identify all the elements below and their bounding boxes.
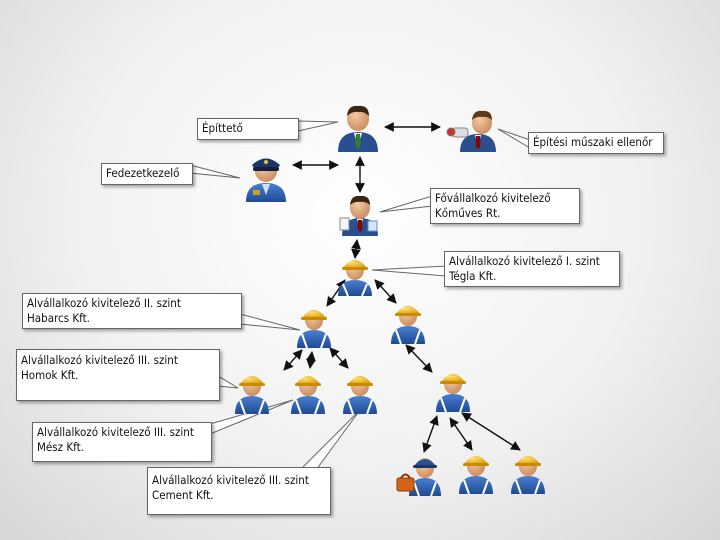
- label-alv2-line2: Habarcs Kft.: [27, 311, 90, 325]
- pointer-muszaki: [497, 128, 531, 149]
- label-alv3-mesz-line2: Mész Kft.: [37, 440, 84, 454]
- label-muszaki-ellenor: Építési műszaki ellenőr: [528, 132, 664, 154]
- label-alv2-line1: Alvállalkozó kivitelező II. szint: [27, 296, 181, 310]
- businessman-icon: [338, 105, 378, 152]
- label-epitteto: Építtető: [197, 118, 299, 140]
- label-alv1-line2: Tégla Kft.: [449, 269, 497, 283]
- pointer-fedezet: [189, 164, 241, 179]
- construction-worker-icon: [436, 374, 470, 413]
- label-alv3-mesz-line1: Alvállalkozó kivitelező III. szint: [37, 425, 194, 439]
- label-alvallalkozo-1: Alvállalkozó kivitelező I. szint Tégla K…: [444, 251, 620, 287]
- arrow-sub3-toolbox: [422, 415, 439, 453]
- construction-worker-icon: [511, 456, 545, 495]
- label-fovallalkozo: Fővállalkozó kivitelező Kőműves Rt.: [430, 188, 580, 224]
- label-alv1-line1: Alvállalkozó kivitelező I. szint: [449, 254, 600, 268]
- label-alvallalkozo-3-mesz: Alvállalkozó kivitelező III. szint Mész …: [32, 422, 212, 462]
- label-alv3-cement-line2: Cement Kft.: [152, 488, 214, 502]
- arrow-sub2a-mesz: [306, 351, 316, 369]
- construction-worker-icon: [235, 376, 269, 415]
- label-fovallalkozo-line2: Kőműves Rt.: [435, 206, 501, 220]
- label-fedezet-line1: Fedezetkezelő: [106, 166, 180, 180]
- callout-pointers: [189, 120, 531, 471]
- arrow-sub2b-sub3: [405, 344, 433, 373]
- pointer-alv3-homok: [217, 375, 239, 389]
- construction-worker-icon: [291, 376, 325, 415]
- label-alvallalkozo-3-cement: Alvállalkozó kivitelező III. szint Cemen…: [147, 467, 331, 515]
- arrow-sub3-worker-b: [461, 412, 521, 451]
- inspector-icon: [446, 110, 496, 152]
- label-alv3-cement-line1: Alvállalkozó kivitelező III. szint: [152, 473, 309, 487]
- label-alvallalkozo-2: Alvállalkozó kivitelező II. szint Habarc…: [22, 293, 242, 329]
- construction-worker-icon: [297, 310, 331, 349]
- pointer-alv1: [371, 265, 447, 277]
- label-fedezetkezelo: Fedezetkezelő: [101, 163, 193, 185]
- pointer-fovallalkozo: [379, 195, 433, 213]
- contractor-icon: [339, 195, 378, 236]
- construction-worker-icon: [459, 456, 493, 495]
- pointer-epitteto: [297, 120, 339, 132]
- label-epitteto-line1: Építtető: [202, 121, 243, 135]
- security-guard-icon: [246, 158, 286, 202]
- construction-worker-icon: [391, 306, 425, 345]
- toolbox-worker-icon: [396, 458, 441, 497]
- arrow-sub2a-homok: [283, 349, 303, 371]
- pointer-alv3-cement: [298, 409, 361, 471]
- arrow-sub1-sub2b: [374, 279, 397, 304]
- arrow-sub3-worker-a: [449, 417, 473, 451]
- label-alv3-homok-line1: Alvállalkozó kivitelező III. szint: [21, 353, 178, 367]
- label-alvallalkozo-3-homok: Alvállalkozó kivitelező III. szint Homok…: [16, 349, 220, 401]
- arrow-contractor-sub1: [351, 239, 361, 259]
- label-alv3-homok-line2: Homok Kft.: [21, 368, 79, 382]
- arrow-sub2a-cement: [329, 347, 349, 369]
- label-fovallalkozo-line1: Fővállalkozó kivitelező: [435, 191, 551, 205]
- label-muszaki-line1: Építési műszaki ellenőr: [533, 135, 653, 149]
- pointer-alv2: [239, 313, 301, 331]
- construction-worker-icon: [343, 376, 377, 415]
- construction-worker-icon: [338, 260, 372, 297]
